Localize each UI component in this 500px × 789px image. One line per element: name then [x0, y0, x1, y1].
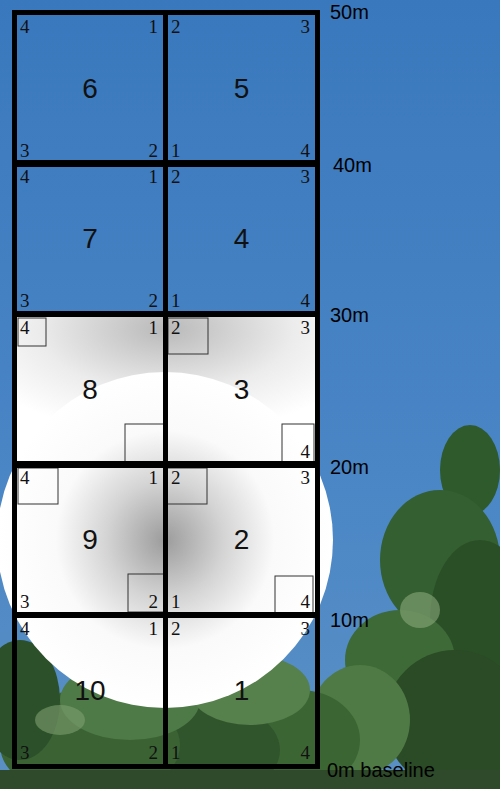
plot-box: 1 2 3 1 4 [163, 612, 320, 769]
plot-box: 3 2 3 4 [163, 311, 320, 468]
plot-box: 4 2 3 1 4 [163, 160, 320, 317]
plot-box: 6 4 1 3 2 [12, 10, 168, 167]
plot-number: 7 [82, 225, 98, 253]
distance-label: 30m [330, 305, 369, 325]
plot-number: 2 [234, 526, 250, 554]
corner-number: 2 [171, 468, 181, 487]
plot-number: 10 [74, 677, 105, 705]
corner-number: 4 [301, 141, 311, 160]
plot-box: 7 4 1 3 2 [12, 160, 168, 317]
plot-box: 2 2 3 1 4 [163, 461, 320, 618]
plot-number: 8 [82, 376, 98, 404]
corner-number: 4 [20, 468, 30, 487]
corner-number: 1 [171, 141, 181, 160]
corner-number: 2 [149, 141, 159, 160]
corner-number: 3 [20, 141, 30, 160]
corner-number: 2 [149, 592, 159, 611]
corner-number: 4 [301, 592, 311, 611]
plot-number: 3 [234, 376, 250, 404]
corner-number: 2 [149, 743, 159, 762]
corner-number: 1 [171, 743, 181, 762]
corner-number: 4 [301, 743, 311, 762]
plot-box: 5 2 3 1 4 [163, 10, 320, 167]
distance-label: 40m [333, 155, 372, 175]
corner-number: 4 [20, 17, 30, 36]
plot-box: 8 4 1 [12, 311, 168, 468]
corner-number: 3 [301, 619, 311, 638]
corner-number: 2 [171, 619, 181, 638]
corner-number: 1 [149, 619, 159, 638]
corner-number: 4 [301, 442, 311, 461]
corner-number: 1 [149, 468, 159, 487]
corner-number: 1 [149, 318, 159, 337]
distance-label: 50m [330, 2, 369, 22]
corner-number: 3 [20, 743, 30, 762]
corner-number: 2 [149, 291, 159, 310]
corner-number: 4 [301, 291, 311, 310]
corner-number: 1 [149, 167, 159, 186]
plot-number: 4 [234, 225, 250, 253]
corner-number: 4 [20, 167, 30, 186]
corner-number: 4 [20, 318, 30, 337]
corner-number: 1 [171, 592, 181, 611]
plot-box: 10 4 1 3 2 [12, 612, 168, 769]
corner-number: 2 [171, 318, 181, 337]
plot-box: 9 4 1 3 2 [12, 461, 168, 618]
corner-number: 3 [301, 468, 311, 487]
distance-label: 20m [330, 457, 369, 477]
plot-number: 6 [82, 75, 98, 103]
corner-number: 3 [301, 17, 311, 36]
corner-number: 3 [20, 592, 30, 611]
plot-number: 9 [82, 526, 98, 554]
corner-number: 3 [301, 318, 311, 337]
corner-number: 4 [20, 619, 30, 638]
corner-number: 3 [301, 167, 311, 186]
plot-number: 1 [234, 677, 250, 705]
corner-number: 2 [171, 167, 181, 186]
distance-label: 0m baseline [327, 760, 435, 780]
corner-number: 1 [149, 17, 159, 36]
distance-label: 10m [330, 610, 369, 630]
corner-number: 1 [171, 291, 181, 310]
corner-number: 2 [171, 17, 181, 36]
corner-number: 3 [20, 291, 30, 310]
plot-number: 5 [234, 75, 250, 103]
